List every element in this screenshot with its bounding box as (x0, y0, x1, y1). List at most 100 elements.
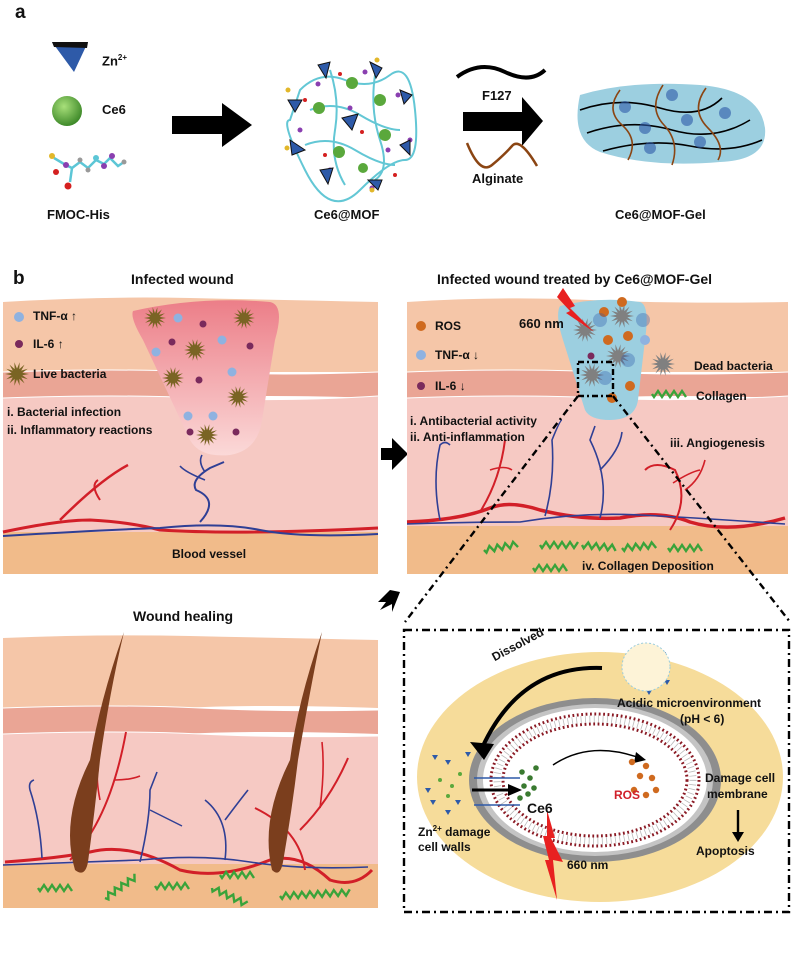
collagen-fiber-icon (621, 540, 658, 553)
light-660nm-label: 660 nm (519, 316, 564, 331)
dead-bacteria (610, 304, 634, 328)
zn-ion (430, 800, 436, 805)
ce6-molecule (527, 775, 533, 781)
ce6-molecule (458, 772, 462, 776)
ce6-mof-label: Ce6@MOF (314, 207, 380, 222)
panel-a-label: a (15, 2, 26, 23)
alginate-polymer-icon (465, 142, 539, 169)
ros-particle (603, 335, 613, 345)
il6-icon (15, 340, 23, 348)
legend-il6-down: IL-6 ↓ (435, 379, 466, 393)
collagen-fiber-icon (483, 539, 519, 555)
tnf-alpha-particle (183, 411, 193, 421)
ros-particle (625, 381, 635, 391)
treated-wound-particles (573, 297, 687, 403)
il6-particle (168, 338, 176, 346)
collagen-fiber-icon (651, 388, 687, 400)
legend-dead-bacteria: Dead bacteria (694, 359, 773, 373)
membrane-label: membrane (707, 787, 768, 801)
il6-particle (232, 428, 240, 436)
ce6-molecule (525, 791, 531, 797)
zoom-box (576, 360, 615, 398)
ce6-mof-particle (593, 313, 607, 327)
tnf-alpha-particle (151, 347, 161, 357)
note-antibacterial: i. Antibacterial activity (410, 414, 537, 428)
collagen-fiber-icon (219, 869, 255, 881)
legend-il6-up: IL-6 ↑ (33, 337, 64, 351)
collagen-fiber-icon (37, 882, 73, 894)
live-bacteria (162, 367, 184, 389)
legend-live-bacteria: Live bacteria (33, 367, 107, 381)
legend-tnf-down: TNF-α ↓ (435, 348, 480, 362)
tnf-alpha-particle (208, 411, 218, 421)
ce6-mof-particle (636, 313, 650, 327)
ce6-molecule (533, 765, 539, 771)
tnf-alpha-particle (217, 335, 227, 345)
zn-ion (432, 755, 438, 760)
ros-particle (642, 791, 650, 799)
il6-particle (195, 376, 203, 384)
zn-ion (465, 752, 471, 757)
ros-particle (617, 297, 627, 307)
collagen-fiber-icon (154, 880, 190, 892)
acidic-microenvironment-label: Acidic microenvironment (617, 696, 762, 710)
collagen-fiber-icon (532, 562, 568, 574)
ros-particle (630, 786, 638, 794)
zn-label: Zn2+ (102, 53, 128, 69)
ros-particle (642, 762, 650, 770)
tnf-alpha-icon (14, 312, 24, 322)
il6-particle (186, 428, 194, 436)
blood-vessels (2, 454, 379, 537)
dead-bacteria (606, 344, 630, 368)
damage-cell-label: Damage cell (705, 771, 776, 785)
apoptosis-label: Apoptosis (696, 844, 755, 858)
ros-particle (652, 786, 660, 794)
treated-blood-vessels (406, 419, 786, 531)
collagen-fiber-icon (580, 540, 617, 553)
zn-ion (455, 800, 461, 805)
ce6-molecule (438, 778, 442, 782)
live-bacteria-icon (5, 362, 29, 386)
cell-walls-label: cell walls (418, 840, 471, 854)
arrow-icon (463, 97, 543, 146)
ce6-mof-particle-icon (280, 55, 420, 203)
light-660nm-icon (557, 288, 594, 332)
fmoc-his-label: FMOC-His (47, 207, 110, 222)
arrow-icon (381, 438, 408, 470)
legend-tnf-up: TNF-α ↑ (33, 309, 78, 323)
legend-collagen: Collagen (696, 389, 747, 403)
bacterial-cell (469, 698, 721, 862)
wound-particles (144, 307, 255, 446)
legend-ros: ROS (435, 319, 462, 333)
collagen-fiber-icon (279, 887, 351, 902)
il6-particle (199, 320, 207, 328)
mof-particle-icon (621, 642, 671, 692)
healing-skin (2, 635, 379, 908)
wound-healing-title: Wound healing (133, 608, 234, 624)
treated-wound-title: Infected wound treated by Ce6@MOF-Gel (437, 271, 713, 287)
live-bacteria (144, 307, 166, 329)
tnf-alpha-icon (416, 350, 426, 360)
fmoc-his-molecule-icon (49, 153, 127, 190)
zn-ion (445, 760, 451, 765)
note-inflammatory: ii. Inflammatory reactions (7, 423, 153, 437)
ph-label: (pH < 6) (680, 712, 725, 726)
zn-damage-label: Zn2+ damage (418, 824, 491, 839)
hair-follicle-icon (70, 632, 322, 873)
wound-area (132, 300, 279, 456)
note-collagen-deposition: iv. Collagen Deposition (582, 559, 714, 573)
ros-particle (623, 331, 633, 341)
ros-particle (636, 772, 644, 780)
collagen-fiber-icon (210, 885, 249, 908)
live-bacteria (184, 339, 206, 361)
blood-vessel-label: Blood vessel (172, 547, 247, 561)
dissolved-arrow (480, 665, 603, 749)
zn-ion (664, 680, 670, 685)
light-660nm-inset-label: 660 nm (567, 858, 609, 872)
alginate-label: Alginate (472, 171, 524, 186)
collagen-fiber-icon (667, 542, 703, 554)
ce6-molecule (517, 795, 523, 801)
live-bacteria-icon (5, 362, 29, 386)
il6-icon (417, 382, 425, 390)
tnf-alpha-particle (640, 335, 650, 345)
